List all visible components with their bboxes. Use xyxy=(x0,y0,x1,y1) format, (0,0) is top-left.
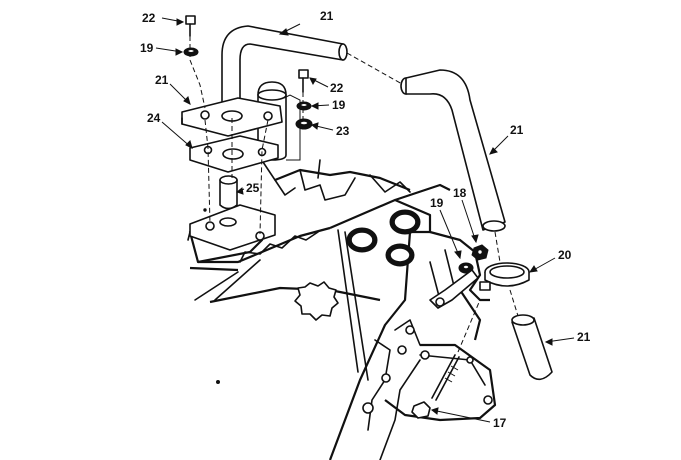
callout-22-top: 22 xyxy=(142,11,156,25)
callout-24: 24 xyxy=(147,111,161,125)
lower-hose-alignment-line xyxy=(509,289,519,317)
callout-22-middle: 22 xyxy=(330,81,344,95)
bolt-upper-left[interactable] xyxy=(185,15,196,37)
mounting-base xyxy=(189,204,276,251)
callout-20: 20 xyxy=(558,248,572,262)
long-bolt[interactable] xyxy=(411,354,460,419)
bracket-stud xyxy=(429,269,479,309)
washer-right[interactable] xyxy=(458,262,474,274)
leader-lines xyxy=(155,17,575,423)
washer-middle[interactable] xyxy=(296,101,312,111)
callout-19-middle: 19 xyxy=(332,98,346,112)
clamp-alignment-line xyxy=(494,231,501,263)
spacer-sleeve[interactable] xyxy=(219,175,238,210)
hose-right-upper[interactable] xyxy=(400,69,506,232)
callout-19-right: 19 xyxy=(430,196,444,210)
lockwasher-middle[interactable] xyxy=(295,118,313,130)
washer-upper-left[interactable] xyxy=(183,47,199,57)
hose-clamp[interactable] xyxy=(479,262,530,291)
bolt-middle[interactable] xyxy=(298,69,309,93)
callout-21-top: 21 xyxy=(320,9,334,23)
callout-19-top: 19 xyxy=(140,41,154,55)
callout-21-left: 21 xyxy=(155,73,169,87)
nut-right[interactable] xyxy=(471,244,489,261)
callout-25: 25 xyxy=(246,181,260,195)
callout-21-bottom: 21 xyxy=(577,330,591,344)
callout-23: 23 xyxy=(336,124,350,138)
callout-17: 17 xyxy=(493,416,507,430)
callout-21-right: 21 xyxy=(510,123,524,137)
hose-lower[interactable] xyxy=(511,314,553,381)
flange-plate[interactable] xyxy=(181,97,283,137)
long-bolt-alignment-line xyxy=(457,299,481,353)
callout-18: 18 xyxy=(453,186,467,200)
hose-connection-line xyxy=(346,52,403,85)
gasket[interactable] xyxy=(189,135,279,173)
